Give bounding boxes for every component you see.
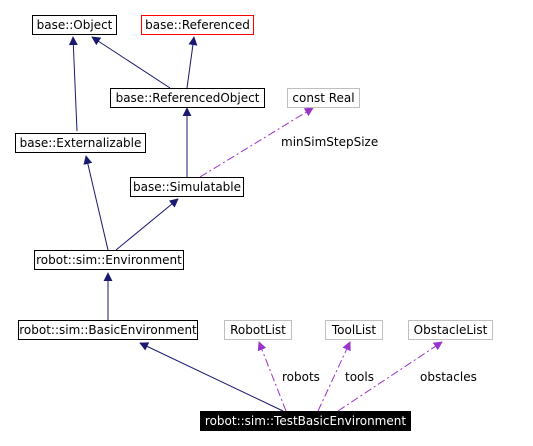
node-base-object[interactable]: base::Object: [32, 15, 117, 35]
edge-label-min-sim-step-size: minSimStepSize: [281, 135, 379, 149]
edge-testbasicenvironment-to-basicenvironment: [139, 342, 284, 412]
node-tool-list[interactable]: ToolList: [325, 320, 383, 340]
edge-label-tools: tools: [345, 370, 374, 384]
edge-label-robots: robots: [282, 370, 320, 384]
edge-label-obstacles: obstacles: [420, 370, 477, 384]
node-robot-sim-basic-environment[interactable]: robot::sim::BasicEnvironment: [18, 320, 198, 340]
edge-environment-to-externalizable: [83, 155, 109, 251]
node-const-real[interactable]: const Real: [287, 88, 360, 108]
node-base-referenced[interactable]: base::Referenced: [141, 15, 254, 35]
edge-testbasicenvironment-uses-robotlist: [257, 341, 287, 412]
edge-testbasicenvironment-uses-obstaclelist: [337, 341, 443, 412]
edge-simulatable-uses-const-real: [199, 107, 314, 178]
node-obstacle-list[interactable]: ObstacleList: [408, 320, 493, 340]
node-base-externalizable[interactable]: base::Externalizable: [15, 133, 146, 153]
edge-externalizable-to-object: [68, 36, 78, 132]
edge-referencedobject-to-object: [91, 36, 171, 89]
edge-testbasicenvironment-uses-toollist: [317, 341, 351, 412]
edge-environment-to-simulatable: [115, 198, 179, 251]
node-base-simulatable[interactable]: base::Simulatable: [130, 177, 244, 197]
node-robot-sim-environment[interactable]: robot::sim::Environment: [34, 250, 184, 270]
node-robot-list[interactable]: RobotList: [224, 320, 292, 340]
node-robot-sim-test-basic-environment[interactable]: robot::sim::TestBasicEnvironment: [200, 411, 411, 431]
edge-referencedobject-to-referenced: [186, 36, 198, 89]
node-base-referenced-object[interactable]: base::ReferencedObject: [110, 88, 265, 108]
